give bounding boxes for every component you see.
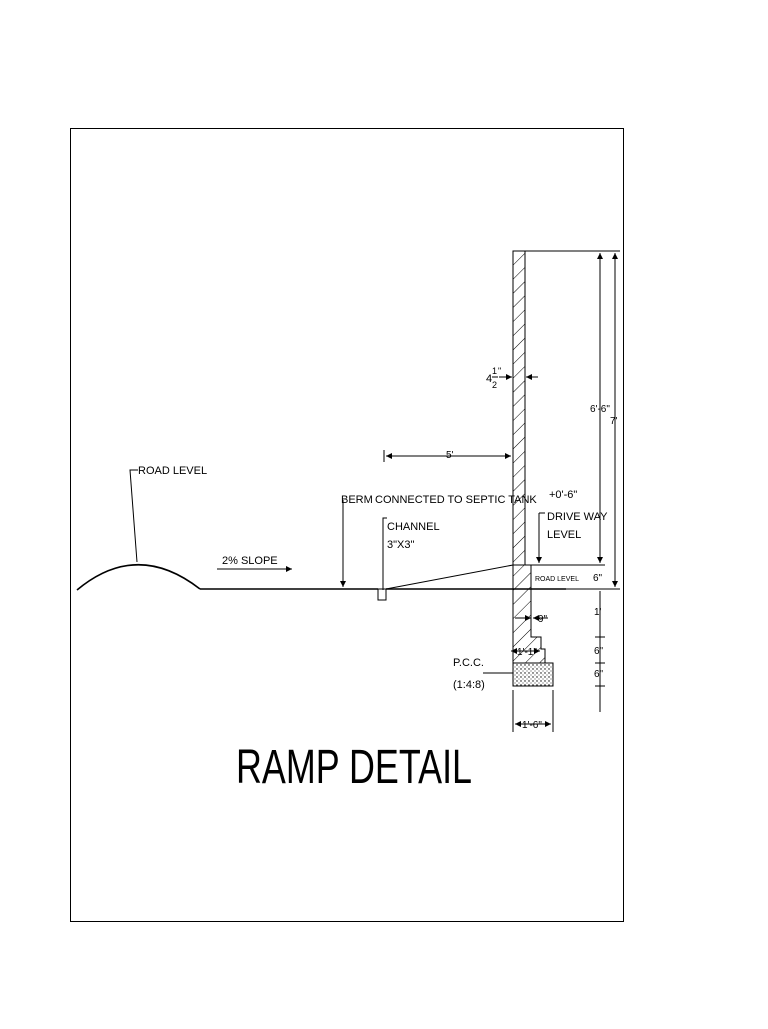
slope-label: 2% SLOPE xyxy=(222,555,278,567)
channel xyxy=(377,588,387,601)
dim-5ft-label: 5' xyxy=(446,450,454,461)
connected-label: CONNECTED TO SEPTIC TANK xyxy=(375,494,537,506)
pcc-bed xyxy=(512,662,554,687)
dim-6a-label: 6" xyxy=(594,646,604,657)
dim-1-6-label: 1'-6" xyxy=(522,720,542,731)
dim-6b-label: 6" xyxy=(594,669,604,680)
channel-size-label: 3"X3" xyxy=(387,539,414,551)
berm-label: BERM xyxy=(341,494,373,506)
dim-7-label: 7' xyxy=(610,416,618,427)
road-level-small-label: ROAD LEVEL xyxy=(535,576,579,583)
level-label: LEVEL xyxy=(547,529,581,541)
dim-1-1-label: 1'-1" xyxy=(517,647,537,658)
offset-label: +0'-6" xyxy=(549,489,577,501)
dim-wall-unit: " xyxy=(498,366,501,376)
channel-leader xyxy=(382,517,387,590)
dim-wall-den: 2 xyxy=(492,380,497,390)
driveway-label: DRIVE WAY xyxy=(547,511,608,523)
wall xyxy=(512,250,526,566)
dim-9-label: 9" xyxy=(538,614,548,625)
dim-1ft-label: 1' xyxy=(594,607,602,618)
channel-label: CHANNEL xyxy=(387,521,440,533)
dim-wall-whole: 4 xyxy=(486,373,492,385)
road-level-leader xyxy=(129,469,138,563)
pcc-label: P.C.C. xyxy=(453,657,484,669)
drawing-title: RAMP DETAIL xyxy=(236,741,472,794)
dim-6-6-label: 6'-6" xyxy=(590,404,610,415)
sheet-border xyxy=(70,128,624,922)
ramp-slope xyxy=(385,564,514,590)
dim-6-top-label: 6" xyxy=(593,573,603,584)
dim-wall-num: 1 xyxy=(492,366,497,376)
pcc-mix-label: (1:4:8) xyxy=(453,679,485,691)
road-level-label: ROAD LEVEL xyxy=(138,465,207,477)
road-crown xyxy=(76,564,201,591)
